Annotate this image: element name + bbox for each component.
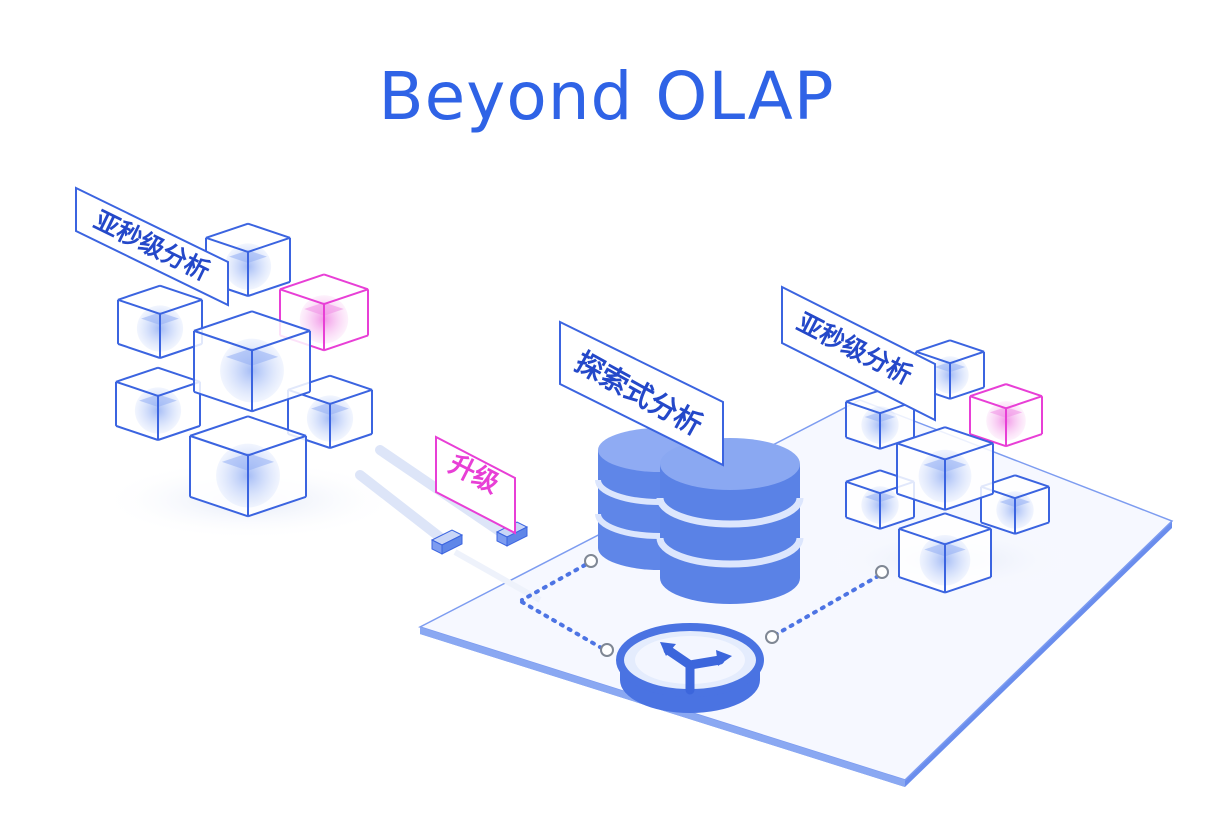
cube-cluster-left bbox=[115, 222, 373, 518]
cube-icon bbox=[287, 374, 373, 449]
highlight-cube-icon bbox=[969, 383, 1043, 448]
network-nodes bbox=[584, 554, 889, 657]
cube-icon bbox=[115, 366, 201, 441]
cube-icon bbox=[205, 222, 291, 297]
cube-icon bbox=[898, 512, 992, 594]
cube-icon bbox=[980, 474, 1050, 535]
cube-icon bbox=[117, 284, 203, 359]
page-title: Beyond OLAP bbox=[378, 58, 835, 135]
network-links bbox=[520, 563, 882, 652]
cube-icon bbox=[193, 310, 311, 413]
cube-icon bbox=[896, 426, 994, 511]
cube-icon bbox=[845, 389, 915, 450]
cube-cluster-right bbox=[845, 339, 1050, 594]
merge-arrows-icon bbox=[616, 623, 764, 713]
cube-icon bbox=[189, 415, 307, 518]
